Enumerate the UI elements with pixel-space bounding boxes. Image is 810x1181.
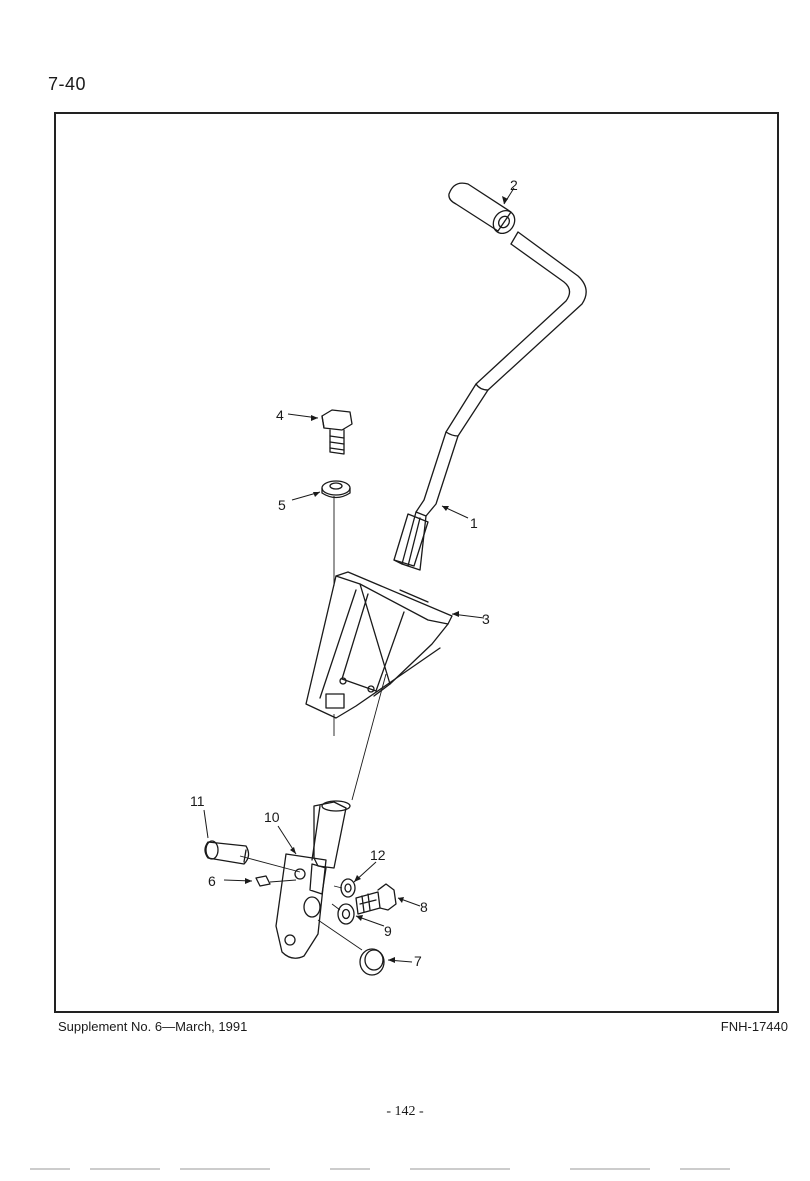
callout-7: 7 xyxy=(414,953,422,969)
bracket-part xyxy=(305,571,453,719)
diagram-frame: 2 1 3 4 5 6 7 8 9 10 11 12 xyxy=(54,112,779,1013)
callout-8: 8 xyxy=(420,899,428,915)
scan-artifact xyxy=(30,1168,730,1170)
washer-9-part xyxy=(337,903,355,925)
callout-6: 6 xyxy=(208,873,216,889)
callout-10: 10 xyxy=(264,809,280,825)
callout-12: 12 xyxy=(370,847,386,863)
callout-arrowheads xyxy=(245,196,508,963)
callout-1: 1 xyxy=(470,515,478,531)
grip-part xyxy=(448,182,516,235)
callout-11: 11 xyxy=(190,793,205,809)
callout-2: 2 xyxy=(510,177,518,193)
lock-washer-part xyxy=(340,878,356,898)
callout-5: 5 xyxy=(278,497,286,513)
key-part xyxy=(255,875,271,887)
ring-part xyxy=(359,948,385,976)
callout-leaders xyxy=(203,187,515,963)
callout-3: 3 xyxy=(482,611,490,627)
alignment-lines xyxy=(239,496,387,951)
footer-document-code: FNH-17440 xyxy=(720,1019,788,1034)
bolt-8-part xyxy=(355,883,397,915)
callout-9: 9 xyxy=(384,923,392,939)
washer-part xyxy=(321,480,351,499)
footer-supplement: Supplement No. 6—March, 1991 xyxy=(58,1019,248,1034)
lever-part xyxy=(393,231,587,571)
bolt-part xyxy=(321,409,353,455)
section-number: 7-40 xyxy=(48,74,87,94)
callout-labels: 2 1 3 4 5 6 7 8 9 10 11 12 xyxy=(190,177,518,969)
page-number: - 142 - xyxy=(386,1104,424,1119)
exploded-parts-diagram: 2 1 3 4 5 6 7 8 9 10 11 12 xyxy=(190,177,587,976)
pin-part xyxy=(204,840,250,865)
lever-arm-part xyxy=(275,800,351,959)
callout-4: 4 xyxy=(276,407,284,423)
